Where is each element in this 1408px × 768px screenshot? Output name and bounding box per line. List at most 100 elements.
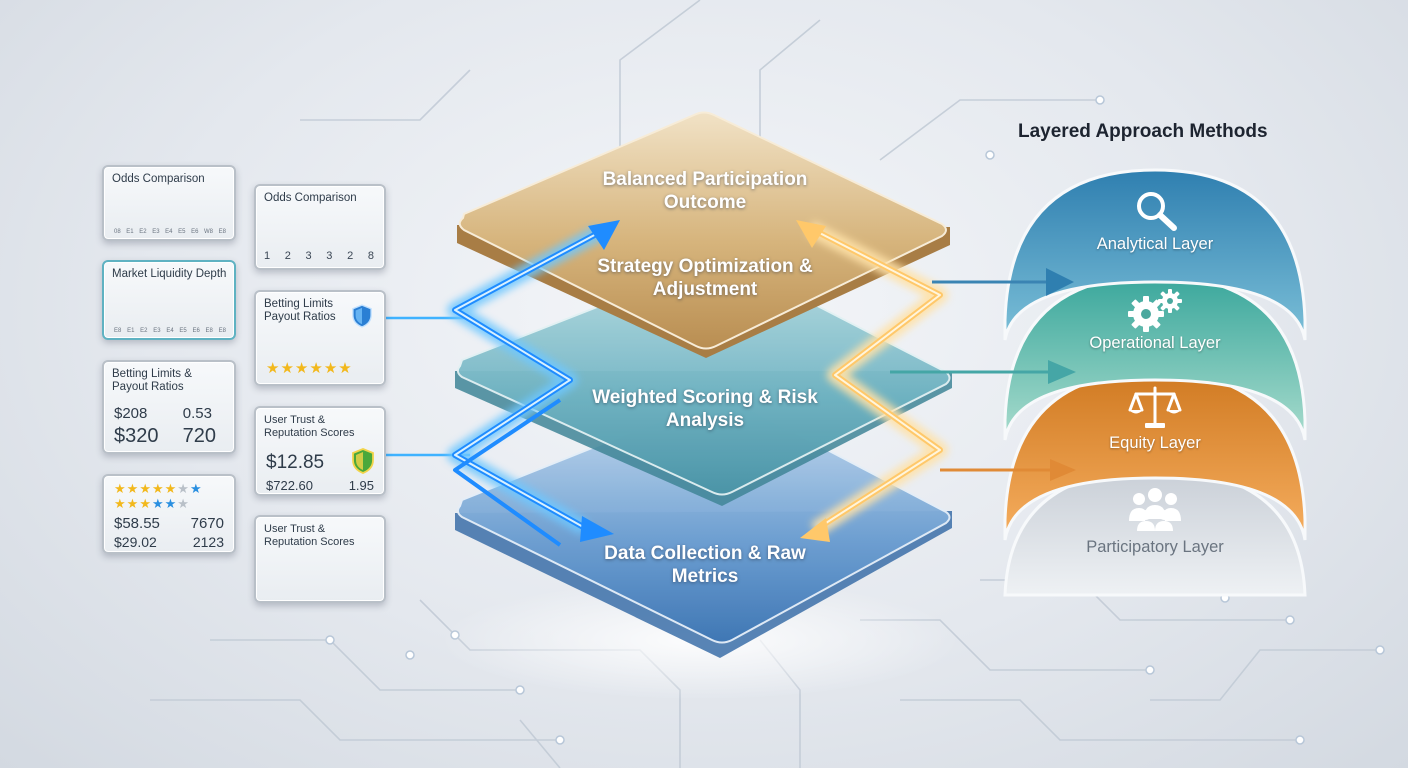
star-icon: ★ (280, 360, 295, 377)
card-user-trust-2: User Trust & Reputation Scores (254, 515, 386, 603)
trust-value: $12.85 (266, 452, 325, 473)
tick-label: 1 (264, 250, 271, 262)
label-operational-layer: Operational Layer (1089, 334, 1221, 352)
label-analytical-layer: Analytical Layer (1096, 235, 1214, 253)
tick-label: 8 (367, 250, 374, 262)
analytical-arc (1003, 168, 1307, 341)
star-icon: ★ (338, 360, 353, 377)
people-icon (1129, 488, 1181, 531)
card-title: Odds Comparison (112, 173, 205, 185)
tick-labels: 1 2 3 3 2 8 (264, 250, 374, 262)
tick-label: E5 (179, 328, 187, 334)
gold-arrow-path (806, 220, 948, 537)
card-title: Betting Limits & Payout Ratios (112, 368, 192, 393)
star-icon: ★ (177, 496, 190, 511)
tick-label: E4 (166, 328, 174, 334)
card-odds-comparison-1: Odds Comparison 08 E1 E2 E3 E4 E5 E6 W8 … (102, 165, 236, 241)
tick-label: W8 (204, 229, 214, 235)
gold-arrowhead-top (796, 220, 826, 248)
card-user-trust-1: User Trust & Reputation Scores $12.85 $7… (254, 406, 386, 496)
star-icon: ★ (151, 496, 165, 511)
tick-label: E3 (152, 229, 160, 235)
value-row: $58.55 7670 (114, 515, 224, 532)
card-title: Market Liquidity Depth (112, 268, 227, 280)
card-title: Odds Comparison (264, 192, 357, 204)
label-balanced-outcome: Balanced Participation Outcome (602, 169, 808, 213)
value-row: $208 0.53 (114, 405, 224, 422)
star-icon: ★ (266, 360, 281, 377)
star-icon: ★ (323, 360, 339, 377)
magnifier-icon (1137, 192, 1177, 231)
star-icon: ★ (114, 496, 127, 511)
blue-arrowhead-top (588, 220, 620, 250)
value: 1.95 (348, 478, 374, 493)
value: $722.60 (266, 478, 313, 493)
card-betting-limits-1: Betting Limits & Payout Ratios $208 0.53… (102, 360, 236, 454)
operational-arc (1003, 274, 1307, 441)
star-rating-row: ★★★★★★★ (114, 482, 203, 496)
star-icon: ★ (177, 481, 190, 496)
equity-arc (1003, 370, 1307, 541)
value: $29.02 (114, 534, 157, 550)
tick-label: E6 (192, 328, 200, 334)
star-icon: ★ (126, 496, 140, 511)
value: 2123 (192, 534, 224, 550)
tick-label: E8 (205, 328, 213, 334)
star-icon: ★ (189, 481, 203, 496)
star-icon: ★ (164, 481, 178, 496)
tick-label: E8 (114, 328, 122, 334)
star-icon: ★ (309, 360, 324, 377)
gold-arrowhead-bottom (800, 518, 830, 542)
tick-labels: E8 E1 E2 E3 E4 E5 E6 E8 E8 (114, 328, 226, 334)
tick-label: E1 (126, 229, 134, 235)
card-market-liquidity: Market Liquidity Depth E8 E1 E2 E3 E4 E5… (102, 260, 236, 340)
tick-label: E5 (178, 229, 186, 235)
card-title: Betting Limits Payout Ratios (264, 298, 336, 323)
tick-label: E2 (139, 229, 147, 235)
scales-icon (1128, 386, 1182, 428)
method-connector-arrows (890, 268, 1076, 481)
tick-label: 3 (326, 250, 333, 262)
label-weighted-scoring: Weighted Scoring & Risk Analysis (592, 387, 818, 431)
tick-label: E2 (140, 328, 148, 334)
blue-arrow-path (447, 224, 604, 547)
label-data-collection: Data Collection & Raw Metrics (604, 543, 806, 587)
tick-label: E3 (153, 328, 161, 334)
shield-icon (352, 448, 374, 474)
tick-label: E8 (218, 328, 226, 334)
card-odds-comparison-2: Odds Comparison 1 2 3 3 2 8 (254, 184, 386, 270)
value: $320 (114, 425, 159, 447)
card-title: User Trust & Reputation Scores (264, 523, 355, 548)
star-icon: ★ (114, 481, 127, 496)
value-row: $722.60 1.95 (266, 478, 374, 493)
star-rating-row: ★★★★★★ (114, 497, 190, 511)
tick-label: 3 (305, 250, 312, 262)
value: 720 (182, 425, 216, 447)
value-row: $320 720 (114, 425, 224, 448)
star-icon: ★ (164, 496, 178, 511)
tick-label: E4 (165, 229, 173, 235)
card-star-ratings: ★★★★★★★ ★★★★★★ $58.55 7670 $29.02 2123 (102, 474, 236, 554)
label-strategy-optimization: Strategy Optimization & Adjustment (597, 256, 813, 300)
gears-icon (1128, 289, 1182, 332)
star-icon: ★ (151, 481, 165, 496)
value: $58.55 (114, 515, 160, 532)
value-row: $29.02 2123 (114, 534, 224, 550)
label-equity-layer: Equity Layer (1109, 434, 1201, 452)
tick-label: 2 (284, 250, 291, 262)
star-icon: ★ (294, 360, 310, 377)
card-title: User Trust & Reputation Scores (264, 414, 355, 439)
middle-layer-slab (455, 258, 952, 506)
methods-heading: Layered Approach Methods (1018, 121, 1268, 142)
card-betting-limits-2: Betting Limits Payout Ratios ★★★★★★ (254, 290, 386, 386)
value: 0.53 (182, 405, 212, 422)
shield-icon (352, 304, 372, 328)
value: 7670 (190, 515, 224, 532)
label-participatory-layer: Participatory Layer (1086, 538, 1224, 556)
value: $208 (114, 405, 148, 422)
star-icon: ★ (139, 496, 152, 511)
star-icon: ★ (139, 481, 152, 496)
tick-label: E1 (127, 328, 135, 334)
tick-label: E8 (218, 229, 226, 235)
